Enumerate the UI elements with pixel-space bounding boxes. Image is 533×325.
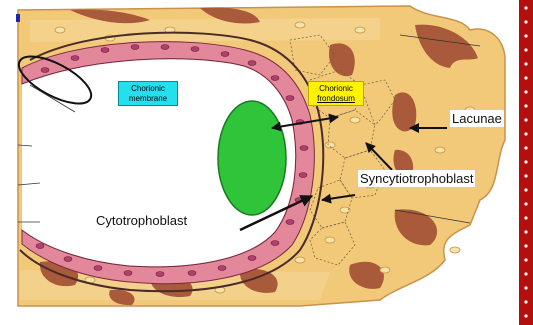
lacunae-label-text: Lacunae <box>452 111 502 126</box>
cytotrophoblast-label: Cytotrophoblast <box>96 213 187 228</box>
chorionic-frondosum-label-line2: frondosum <box>317 94 355 103</box>
chorionic-membrane-label-line1: Chorionic <box>131 84 165 93</box>
syncytiotrophoblast-label: Syncytiotrophoblast <box>358 170 475 187</box>
lacunae-label: Lacunae <box>450 110 504 127</box>
chorionic-membrane-label-line2: membrane <box>129 94 167 103</box>
chorionic-membrane-label: Chorionic membrane <box>118 81 178 106</box>
tissue-texture <box>30 18 380 42</box>
syncytiotrophoblast-label-text: Syncytiotrophoblast <box>360 171 473 186</box>
chorionic-frondosum-label: Chorionic frondosum <box>308 81 364 106</box>
blue-mark <box>16 14 20 22</box>
chorionic-frondosum-label-line1: Chorionic <box>319 84 353 93</box>
green-oval-shape <box>218 101 286 215</box>
cytotrophoblast-label-text: Cytotrophoblast <box>96 213 187 228</box>
